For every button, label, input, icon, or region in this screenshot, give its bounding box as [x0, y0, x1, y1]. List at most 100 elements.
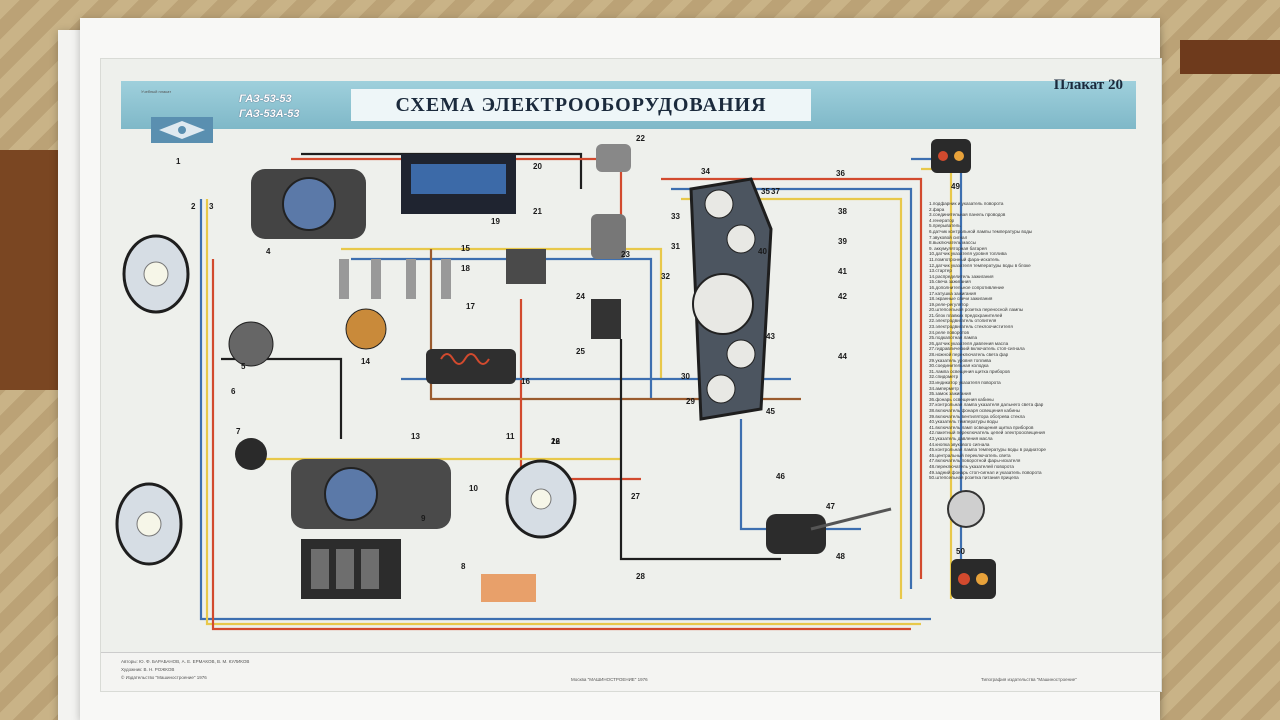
component-number: 39: [838, 237, 847, 246]
relay-regulator-icon: [401, 154, 516, 214]
component-number: 48: [836, 552, 845, 561]
component-number: 14: [361, 357, 370, 366]
legend-item: 48.переключатель указателей поворота: [929, 463, 1014, 469]
legend-item: 12.датчик указателя температуры воды в б…: [929, 262, 1031, 268]
legend-item: 49.задний фонарь стоп-сигнал и указатель…: [929, 469, 1042, 475]
footer-publisher: © Издательство "Машиностроение" 1976: [121, 675, 207, 680]
legend-item: 14.распределитель зажигания: [929, 273, 994, 279]
legend-item: 29.указатель уровня топлива: [929, 357, 992, 363]
legend-item: 25.подкапотная лампа: [929, 335, 978, 341]
headlight-icon: [115, 482, 183, 566]
legend-item: 6.датчик контрольной лампы температуры в…: [929, 228, 1033, 234]
legend-item: 16.дополнительное сопротивление: [929, 284, 1005, 290]
component-number: 31: [671, 242, 680, 251]
component-number: 30: [681, 372, 690, 381]
legend-item: 13.стартер: [929, 268, 952, 274]
legend-item: 2.фара: [929, 206, 945, 212]
component-number: 1: [176, 157, 181, 166]
component-number: 23: [621, 250, 630, 259]
legend-item: 26.датчик указателя давления масла: [929, 340, 1009, 346]
wiring-poster: ГАЗ-53-53 ГАЗ-53А-53 СХЕМА ЭЛЕКТРООБОРУД…: [100, 58, 1162, 692]
legend-item: 32.спидометр: [929, 374, 959, 380]
relay-icon: [591, 299, 621, 339]
legend-item: 8.выключатель массы: [929, 240, 976, 246]
poster-footer: Авторы: Ю. Ф. БАРАБАНОВ, А. Е. ЕРМАКОВ, …: [101, 652, 1161, 691]
legend-item: 45.контрольная лампа температуры воды в …: [929, 447, 1046, 453]
component-number: 11: [506, 432, 515, 441]
component-number: 17: [466, 302, 475, 311]
model-line-1: ГАЗ-53-53: [239, 93, 292, 105]
component-number: 2: [191, 202, 196, 211]
legend-item: 30.соединительная колодка: [929, 363, 989, 369]
component-number: 50: [956, 547, 965, 556]
component-number: 29: [686, 397, 695, 406]
legend-item: 23.электродвигатель стеклоочистителя: [929, 324, 1013, 330]
legend-item: 7.звуковой сигнал: [929, 234, 968, 240]
component-number: 43: [766, 332, 775, 341]
component-number: 24: [576, 292, 585, 301]
component-number: 25: [576, 347, 585, 356]
tail-light-icon: [931, 139, 971, 173]
spark-plug-icon: [339, 259, 451, 299]
fuel-sensor-icon: [481, 574, 536, 602]
component-number: 19: [491, 217, 500, 226]
legend-item: 21.блок плавких предохранителей: [929, 312, 1003, 318]
component-number: 32: [661, 272, 670, 281]
component-number: 8: [461, 562, 466, 571]
component-number: 35: [761, 187, 770, 196]
wiper-motor-icon: [591, 214, 626, 259]
component-number: 45: [766, 407, 775, 416]
legend-item: 40.указатель температуры воды: [929, 419, 998, 425]
fuse-box-icon: [506, 249, 546, 284]
poster-number: Плакат 20: [1053, 77, 1123, 93]
legend-item: 43.указатель давления масла: [929, 435, 993, 441]
legend-item: 22.электродвигатель отопителя: [929, 318, 997, 324]
generator-icon: [251, 169, 366, 239]
component-number: 26: [551, 437, 560, 446]
gaz-logo-icon: [151, 117, 213, 143]
tiny-header: Учебный плакат: [141, 89, 172, 94]
component-number: 46: [776, 472, 785, 481]
footer-artist: Художник: В. Н. РОЖКОВ: [121, 667, 175, 672]
wiring-diagram: 1234567891011121314151617181920212223242…: [115, 134, 996, 631]
component-number: 27: [631, 492, 640, 501]
carpet-band: [1180, 40, 1280, 74]
component-number: 4: [266, 247, 271, 256]
legend-item: 4.генератор: [929, 217, 955, 223]
component-number: 18: [461, 264, 470, 273]
battery-icon: [301, 539, 401, 599]
poster-title: СХЕМА ЭЛЕКТРООБОРУДОВАНИЯ: [351, 89, 811, 121]
component-number: 5: [241, 362, 246, 371]
turn-switch-icon: [766, 507, 892, 554]
component-number: 33: [671, 212, 680, 221]
horn-icon: [235, 438, 267, 470]
legend-item: 47.включатель поворотной фары-искателя: [929, 458, 1021, 464]
component-number: 47: [826, 502, 835, 511]
heater-motor-icon: [596, 144, 631, 172]
legend-item: 10.датчик указателя уровня топлива: [929, 251, 1007, 257]
legend-item: 31.лампа освещения щитка приборов: [929, 368, 1010, 374]
component-number: 10: [469, 484, 478, 493]
component-number: 38: [838, 207, 847, 216]
legend-item: 37.контрольная лампа указателя дальнего …: [929, 402, 1044, 408]
headlight-icon: [122, 234, 190, 314]
component-number: 13: [411, 432, 420, 441]
legend-item: 38.включатель фонаря освещения кабины: [929, 407, 1020, 413]
legend-item: 3.соединительная панель проводов: [929, 212, 1006, 218]
component-number: 41: [838, 267, 847, 276]
instrument-cluster-icon: [689, 177, 773, 421]
component-number: 7: [236, 427, 241, 436]
model-line-2: ГАЗ-53А-53: [239, 108, 300, 120]
legend-item: 20.штепсельная розетка переносной лампы: [929, 307, 1024, 313]
searchlight-icon: [505, 459, 577, 539]
legend-item: 41.включатель ламп освещения щитка прибо…: [929, 424, 1034, 430]
legend-item: 27.гидравлический включатель стоп-сигнал…: [929, 346, 1025, 352]
legend-item: 33.индикатор указателя поворота: [929, 380, 1001, 385]
component-number: 16: [521, 377, 530, 386]
legend-item: 50.штепсельная розетка питания прицепа: [929, 475, 1019, 481]
ignition-coil-icon: [426, 349, 516, 384]
legend-item: 36.фонарь освещения кабины: [929, 396, 994, 402]
component-number: 15: [461, 244, 470, 253]
legend-item: 35.замок зажигания: [929, 391, 972, 397]
legend-item: 18.экранные свечи зажигания: [929, 296, 993, 302]
